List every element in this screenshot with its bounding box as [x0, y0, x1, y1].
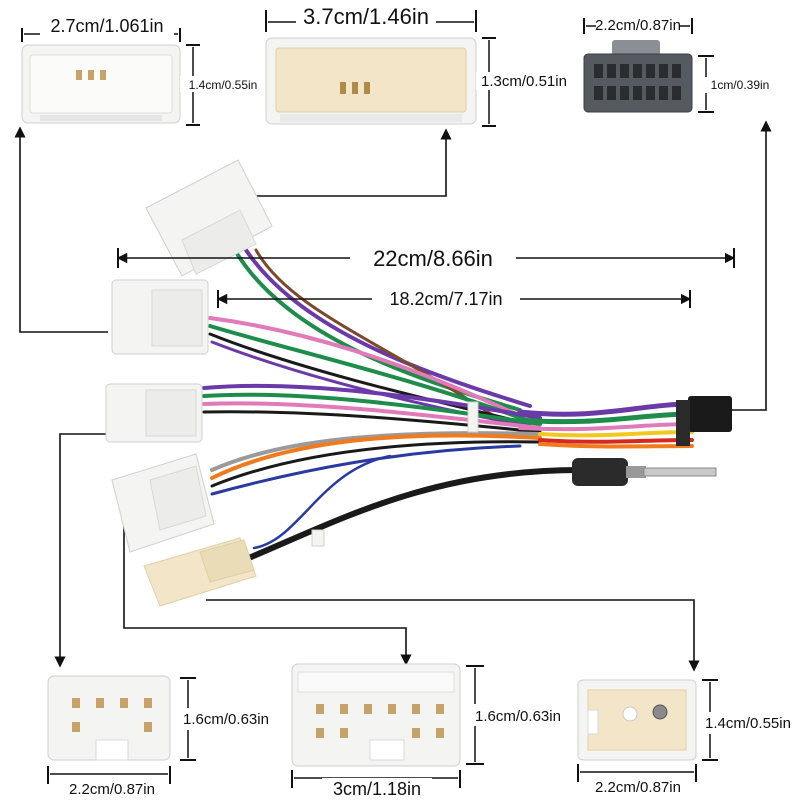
cable-tie — [467, 401, 479, 433]
bottom-middle-height-dimension: 1.6cm/0.63in — [462, 665, 578, 765]
bottom-right-width-dimension: 2.2cm/0.87in — [577, 764, 697, 796]
callout-arrows — [14, 120, 772, 672]
top-left-connector — [21, 44, 181, 124]
bottom-left-width-label: 2.2cm/0.87in — [69, 781, 155, 798]
bottom-middle-height-label: 1.6cm/0.63in — [475, 708, 561, 725]
harness-connector-second — [111, 279, 209, 355]
top-left-width-dimension: 2.7cm/1.061in — [21, 16, 181, 42]
top-middle-height-label: 1.3cm/0.51in — [481, 73, 567, 90]
bottom-middle-width-dimension: 3cm/1.18in — [291, 770, 461, 799]
harness-connector-right — [676, 396, 732, 446]
total-length-label: 22cm/8.66in — [373, 246, 493, 271]
top-middle-width-label: 3.7cm/1.46in — [303, 4, 429, 29]
top-left-height-label: 1.4cm/0.55in — [189, 78, 258, 92]
top-middle-height-dimension: 1.3cm/0.51in — [476, 37, 572, 127]
top-left-height-dimension: 1.4cm/0.55in — [180, 44, 266, 126]
bottom-right-height-dimension: 1.4cm/0.55in — [698, 679, 798, 761]
top-right-width-dimension: 2.2cm/0.87in — [583, 16, 693, 34]
cable-tie-small — [311, 529, 325, 547]
bottom-left-width-dimension: 2.2cm/0.87in — [47, 766, 171, 798]
top-right-width-label: 2.2cm/0.87in — [595, 17, 681, 34]
bottom-right-width-label: 2.2cm/0.87in — [595, 779, 681, 796]
bottom-left-height-label: 1.6cm/0.63in — [183, 711, 269, 728]
bottom-middle-width-label: 3cm/1.18in — [333, 779, 421, 799]
harness-wires — [202, 248, 695, 563]
top-left-width-label: 2.7cm/1.061in — [50, 16, 163, 36]
top-middle-connector — [265, 37, 477, 125]
bottom-left-height-dimension: 1.6cm/0.63in — [172, 677, 280, 761]
bottom-right-height-label: 1.4cm/0.55in — [705, 715, 791, 732]
top-right-height-label: 1cm/0.39in — [711, 78, 770, 92]
top-right-connector — [583, 40, 693, 113]
total-length-dimension: 22cm/8.66in — [116, 244, 736, 272]
antenna-plug — [572, 458, 717, 486]
inner-length-label: 18.2cm/7.17in — [389, 289, 502, 309]
harness-connector-cream — [143, 537, 257, 607]
inner-length-dimension: 18.2cm/7.17in — [216, 286, 692, 310]
top-middle-width-dimension: 3.7cm/1.46in — [265, 4, 477, 32]
bottom-middle-connector — [291, 663, 461, 767]
bottom-left-connector — [47, 675, 171, 761]
bottom-right-connector — [577, 679, 697, 761]
harness-connector-fourth — [111, 453, 215, 553]
top-right-height-dimension: 1cm/0.39in — [698, 55, 778, 113]
harness-connector-third — [105, 383, 203, 443]
